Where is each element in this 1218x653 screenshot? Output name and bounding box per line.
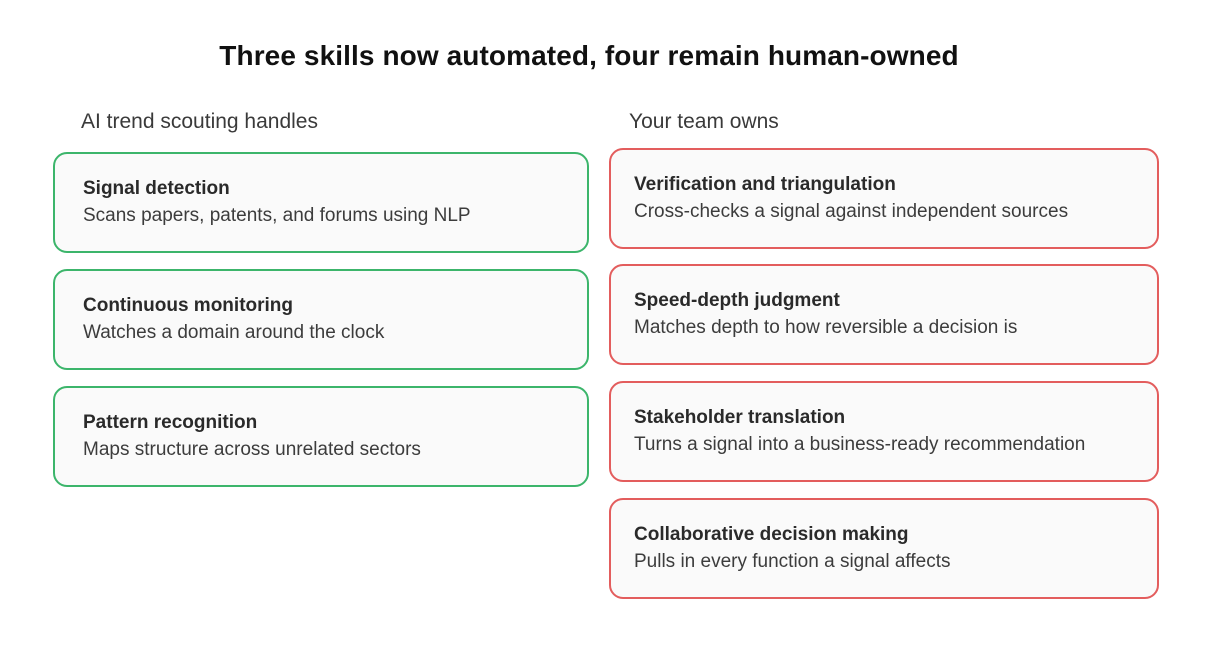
card-title: Continuous monitoring [83,295,294,316]
card-description: Turns a signal into a business-ready rec… [634,434,1086,455]
left-column-heading: AI trend scouting handles [81,110,318,133]
human-skill-card-stakeholder-translation: Stakeholder translation Turns a signal i… [609,381,1159,482]
card-title: Speed-depth judgment [634,290,840,311]
automated-skill-card-signal-detection: Signal detection Scans papers, patents, … [53,152,589,253]
card-description: Cross-checks a signal against independen… [634,201,1069,222]
card-title: Verification and triangulation [634,174,896,195]
right-column-heading: Your team owns [629,110,779,133]
card-description: Matches depth to how reversible a decisi… [634,317,1018,338]
human-skill-card-speed-depth: Speed-depth judgment Matches depth to ho… [609,264,1159,365]
card-title: Collaborative decision making [634,524,909,545]
card-description: Watches a domain around the clock [83,322,385,343]
page-title: Three skills now automated, four remain … [219,40,959,71]
card-description: Pulls in every function a signal affects [634,551,951,572]
card-title: Pattern recognition [83,412,258,433]
card-title: Signal detection [83,178,230,199]
card-description: Scans papers, patents, and forums using … [83,205,471,226]
automated-skill-card-continuous-monitoring: Continuous monitoring Watches a domain a… [53,269,589,370]
human-skill-card-verification: Verification and triangulation Cross-che… [609,148,1159,249]
human-skill-card-collaborative-decision: Collaborative decision making Pulls in e… [609,498,1159,599]
card-description: Maps structure across unrelated sectors [83,439,421,460]
card-title: Stakeholder translation [634,407,846,428]
automated-skill-card-pattern-recognition: Pattern recognition Maps structure acros… [53,386,589,487]
